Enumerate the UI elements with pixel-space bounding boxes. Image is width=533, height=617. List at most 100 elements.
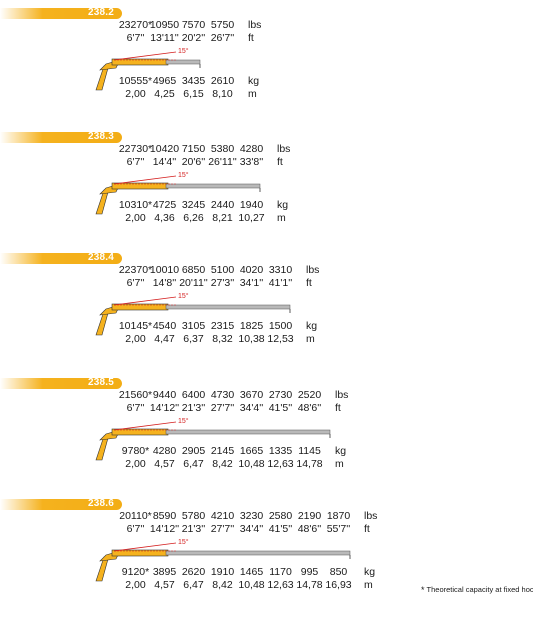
m-unit: m: [277, 212, 286, 224]
ft-value: 20'6'': [181, 156, 206, 168]
lbs-unit: lbs: [335, 389, 349, 401]
boom-extensions: [165, 183, 261, 189]
m-unit: m: [364, 579, 373, 591]
ft-value: 27'3'': [210, 277, 235, 289]
kg-unit: kg: [277, 199, 289, 211]
kg-value: 1465: [239, 566, 264, 578]
model-number: 238.6: [87, 498, 114, 509]
lbs-unit: lbs: [277, 143, 291, 155]
kg-value: 2905: [181, 445, 206, 457]
ft-value: 34'1'': [239, 277, 264, 289]
kg-unit: kg: [248, 75, 260, 87]
boom-extensions: [165, 550, 351, 556]
m-value: 6,47: [183, 458, 204, 470]
m-value: 4,57: [154, 458, 175, 470]
crane-diagram: 15°: [95, 417, 331, 461]
kg-value: 9780*: [121, 445, 150, 457]
m-value: 2,00: [125, 333, 146, 345]
ft-value: 27'7'': [210, 523, 235, 535]
lbs-value: 5100: [210, 264, 235, 276]
lbs-value: 22730*: [118, 143, 153, 155]
m-value: 10,48: [238, 458, 265, 470]
ft-unit: ft: [306, 277, 312, 289]
lbs-value: 7150: [181, 143, 206, 155]
lbs-value: 2580: [268, 510, 293, 522]
angle-label: 15°: [178, 47, 189, 55]
ft-value: 13'11'': [150, 32, 179, 44]
ft-value: 55'7'': [326, 523, 351, 535]
m-value: 8,21: [212, 212, 233, 224]
m-value: 10,27: [238, 212, 265, 224]
m-value: 14,78: [296, 579, 323, 591]
lbs-value: 7570: [181, 19, 206, 31]
kg-value: 2315: [210, 320, 235, 332]
lbs-value: 22370*: [118, 264, 153, 276]
lbs-value: 10950: [149, 19, 180, 31]
angle-label: 15°: [178, 292, 189, 300]
m-value: 2,00: [125, 212, 146, 224]
m-value: 6,37: [183, 333, 204, 345]
model-tab: 238.4: [0, 252, 122, 264]
m-unit: m: [306, 333, 315, 345]
m-value: 2,00: [125, 88, 146, 100]
boom-extensions: [165, 59, 201, 65]
crane-diagram: 15°: [95, 47, 201, 91]
m-value: 8,10: [212, 88, 233, 100]
crane-diagram: 15°: [95, 171, 261, 215]
kg-value: 1665: [239, 445, 264, 457]
ft-unit: ft: [277, 156, 283, 168]
kg-value: 1910: [210, 566, 235, 578]
ft-value: 14'4'': [152, 156, 177, 168]
kg-value: 4725: [152, 199, 177, 211]
ft-value: 21'3'': [181, 523, 206, 535]
kg-value: 1940: [239, 199, 264, 211]
lbs-value: 2730: [268, 389, 293, 401]
kg-value: 3435: [181, 75, 206, 87]
lbs-unit: lbs: [306, 264, 320, 276]
model-number: 238.3: [87, 131, 114, 142]
lbs-value: 2190: [297, 510, 322, 522]
ft-unit: ft: [364, 523, 370, 535]
lbs-value: 3230: [239, 510, 264, 522]
model-number: 238.4: [87, 252, 114, 263]
angle-label: 15°: [178, 538, 189, 546]
m-value: 16,93: [325, 579, 352, 591]
lbs-value: 5750: [210, 19, 235, 31]
angle-line: [113, 175, 177, 185]
kg-value: 4965: [152, 75, 177, 87]
angle-line: [113, 51, 177, 61]
lbs-value: 2520: [297, 389, 322, 401]
ft-value: 41'5'': [268, 523, 293, 535]
crane-diagram: 15°: [95, 538, 351, 582]
m-value: 2,00: [125, 458, 146, 470]
lbs-value: 5780: [181, 510, 206, 522]
kg-value: 10310*: [118, 199, 153, 211]
m-value: 4,57: [154, 579, 175, 591]
ft-value: 26'11'': [208, 156, 237, 168]
angle-label: 15°: [178, 417, 189, 425]
lbs-value: 10010: [149, 264, 180, 276]
kg-value: 3105: [181, 320, 206, 332]
kg-value: 1170: [269, 566, 292, 578]
boom-extensions: [165, 429, 331, 435]
m-unit: m: [335, 458, 344, 470]
ft-unit: ft: [248, 32, 254, 44]
lbs-value: 6400: [181, 389, 206, 401]
model-tab: 238.2: [0, 7, 122, 19]
ft-value: 34'4'': [239, 523, 264, 535]
kg-value: 1500: [268, 320, 293, 332]
kg-value: 850: [329, 566, 348, 578]
m-value: 14,78: [296, 458, 323, 470]
angle-line: [113, 421, 177, 431]
ft-value: 6'7'': [126, 523, 145, 535]
lbs-value: 20110*: [119, 510, 152, 522]
lbs-value: 3670: [239, 389, 264, 401]
m-value: 2,00: [125, 579, 146, 591]
m-value: 10,48: [238, 579, 265, 591]
lbs-value: 4020: [239, 264, 264, 276]
footnote-text: Theoretical capacity at fixed hook: [426, 585, 533, 594]
